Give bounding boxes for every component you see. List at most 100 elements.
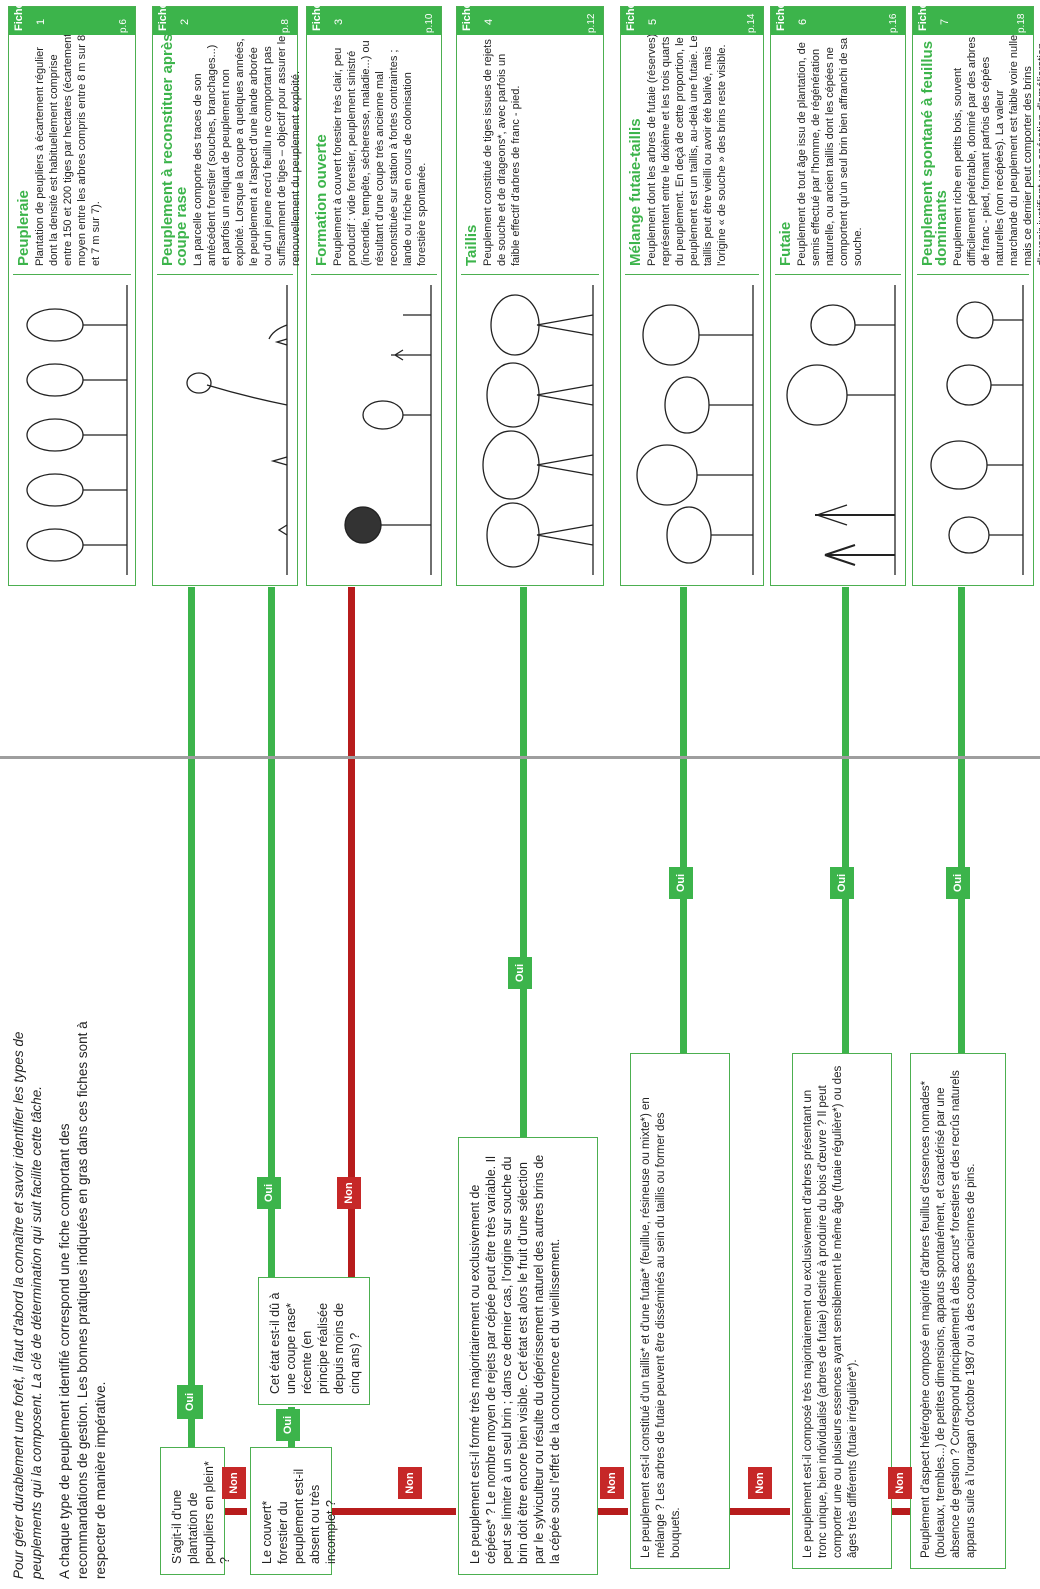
fiche-2-text: La parcelle comporte des traces de son a… — [191, 33, 303, 266]
intro: Pour gérer durablement une forêt, il fau… — [10, 1019, 120, 1579]
fiche-3-page: p.10 — [424, 14, 435, 33]
high-forest-illustration — [777, 285, 901, 575]
fiche-3-description: Formation ouverte Peuplement à couvert f… — [311, 33, 437, 275]
tag-oui-3: Oui — [508, 957, 532, 989]
tag-non-5: Non — [888, 1467, 912, 1499]
arrow-non-q2b — [348, 587, 355, 1277]
fiche-4-page: p.12 — [586, 14, 597, 33]
open-formation-illustration — [313, 285, 437, 575]
clearcut-illustration — [159, 285, 293, 575]
fiche-row-1: Peupleraie Plantation de peupliers à éca… — [8, 6, 136, 586]
arrow-oui-q5 — [842, 587, 849, 1053]
fiche-4-text: Peuplement constitué de tiges issues de … — [481, 33, 523, 266]
fiche-6-number: 6 — [797, 19, 809, 25]
fiche-row-3: Formation ouverte Peuplement à couvert f… — [306, 6, 442, 586]
tag-oui-6: Oui — [946, 867, 970, 899]
fiche-1-text: Plantation de peupliers à écartement rég… — [33, 33, 103, 266]
fiche-2-tab[interactable]: Fiche 2 p.8 — [153, 7, 297, 35]
fiche-row-5: Mélange futaie-taillis Peuplement dont l… — [620, 6, 764, 586]
tag-oui-5: Oui — [830, 867, 854, 899]
fiche-row-2: Peuplement à reconstituer après coupe ra… — [152, 6, 298, 586]
intro-text: A chaque type de peuplement identifié co… — [56, 1019, 110, 1579]
arrow-oui-q3 — [520, 587, 527, 1137]
fiche-4-description: Taillis Peuplement constitué de tiges is… — [461, 33, 599, 275]
fiche-4-title: Taillis — [465, 33, 479, 266]
coppice-illustration — [463, 285, 599, 575]
question-box-3: Le peuplement est-il formé très majorita… — [458, 1137, 598, 1575]
arrow-non-1 — [225, 1508, 247, 1515]
fiche-7-title: Peuplement spontané à feuillus dominants — [921, 33, 949, 266]
fiche-3-tab[interactable]: Fiche 3 p.10 — [307, 7, 441, 35]
fiche-1-title: Peupleraie — [17, 33, 31, 266]
fiche-7-tab[interactable]: Fiche 7 p.18 — [913, 7, 1033, 35]
fiche-row-4: Taillis Peuplement constitué de tiges is… — [456, 6, 604, 586]
tag-non-1: Non — [222, 1467, 246, 1499]
fiche-1-number: 1 — [35, 19, 47, 25]
tag-oui-2b: Oui — [257, 1177, 281, 1209]
tag-non-2b: Non — [337, 1177, 361, 1209]
question-box-5: Le peuplement est-il composé très majori… — [792, 1053, 892, 1569]
fiche-6-title: Futaie — [779, 33, 793, 266]
fiche-2-number: 2 — [179, 19, 191, 25]
mixed-forest-illustration — [627, 285, 759, 575]
fiche-5-tab[interactable]: Fiche 5 p.14 — [621, 7, 763, 35]
fiche-7-number: 7 — [939, 19, 951, 25]
fiche-5-title: Mélange futaie-taillis — [629, 33, 643, 266]
tag-oui-4: Oui — [669, 867, 693, 899]
fiche-1-tab[interactable]: Fiche 1 p.6 — [9, 7, 135, 35]
fiche-2-page: p.8 — [280, 19, 291, 33]
arrow-non-5 — [892, 1508, 910, 1515]
fiche-3-label: Fiche — [311, 2, 323, 31]
poplar-illustration — [15, 285, 131, 575]
fiche-4-number: 4 — [483, 19, 495, 25]
question-box-2b: Cet état est-il dû à une coupe rase* réc… — [258, 1277, 370, 1405]
arrow-non-4 — [730, 1508, 790, 1515]
arrow-oui-q1 — [188, 587, 195, 1447]
fiche-5-page: p.14 — [746, 14, 757, 33]
question-box-1: S'agit-il d'une plantation de peupliers … — [160, 1447, 225, 1575]
arrow-oui-q4 — [680, 587, 687, 1053]
tag-non-3: Non — [600, 1467, 624, 1499]
fiche-row-7: Peuplement spontané à feuillus dominants… — [912, 6, 1034, 586]
question-box-2: Le couvert* forestier du peuplement est-… — [250, 1447, 332, 1575]
fiche-2-description: Peuplement à reconstituer après coupe ra… — [157, 33, 293, 275]
tag-non-4: Non — [748, 1467, 772, 1499]
spontaneous-stand-illustration — [919, 285, 1029, 575]
fiche-7-description: Peuplement spontané à feuillus dominants… — [917, 33, 1029, 275]
question-box-4: Le peuplement est-il constitué d'un tail… — [630, 1053, 730, 1569]
fiche-4-tab[interactable]: Fiche 4 p.12 — [457, 7, 603, 35]
fiche-2-label: Fiche — [157, 2, 169, 31]
tag-oui-1: Oui — [177, 1385, 203, 1419]
fiche-6-page: p.16 — [888, 14, 899, 33]
page-fold — [0, 756, 1040, 759]
question-box-6: Peuplement d'aspect hétérogène composé e… — [910, 1053, 1006, 1569]
fiche-3-title: Formation ouverte — [315, 33, 329, 266]
fiche-7-text: Peuplement riche en petits bois, souvent… — [951, 33, 1040, 266]
fiche-6-description: Futaie Peuplement de tout âge issu de pl… — [775, 33, 901, 275]
fiche-6-text: Peuplement de tout âge issu de plantatio… — [795, 33, 865, 266]
fiche-5-label: Fiche — [625, 2, 637, 31]
fiche-3-text: Peuplement à couvert forestier très clai… — [331, 33, 429, 266]
fiche-5-description: Mélange futaie-taillis Peuplement dont l… — [625, 33, 759, 275]
fiche-7-label: Fiche — [917, 2, 929, 31]
arrow-oui-q2b — [268, 587, 275, 1277]
fiche-6-tab[interactable]: Fiche 6 p.16 — [771, 7, 905, 35]
intro-lead: Pour gérer durablement une forêt, il fau… — [10, 1019, 46, 1579]
fiche-5-text: Peuplement dont les arbres de futaie (ré… — [645, 33, 729, 266]
fiche-3-number: 3 — [333, 19, 345, 25]
arrow-oui-q6 — [958, 587, 965, 1053]
fiche-1-description: Peupleraie Plantation de peupliers à éca… — [13, 33, 131, 275]
fiche-1-label: Fiche — [13, 2, 25, 31]
arrow-non-2 — [332, 1508, 456, 1515]
tag-oui-2: Oui — [276, 1409, 300, 1441]
fiche-2-title: Peuplement à reconstituer après coupe ra… — [161, 33, 189, 266]
arrow-non-3 — [598, 1508, 628, 1515]
fiche-4-label: Fiche — [461, 2, 473, 31]
tag-non-2: Non — [398, 1467, 422, 1499]
fiche-5-number: 5 — [647, 19, 659, 25]
fiche-6-label: Fiche — [775, 2, 787, 31]
fiche-1-page: p.6 — [118, 19, 129, 33]
fiche-7-page: p.18 — [1016, 14, 1027, 33]
fiche-row-6: Futaie Peuplement de tout âge issu de pl… — [770, 6, 906, 586]
